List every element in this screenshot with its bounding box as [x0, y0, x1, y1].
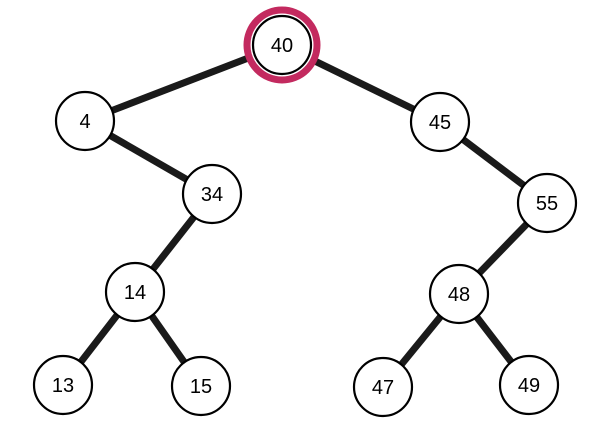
- node-label-14: 14: [124, 282, 146, 304]
- tree-edge-48-47: [398, 313, 444, 368]
- tree-node-4[interactable]: 4: [54, 90, 116, 152]
- edges-layer: [77, 55, 531, 368]
- tree-edge-45-55: [460, 136, 527, 189]
- node-highlight-ring-40: [243, 6, 321, 84]
- node-circle-49[interactable]: [498, 354, 560, 416]
- node-label-47: 47: [372, 377, 394, 399]
- tree-node-13[interactable]: 13: [32, 354, 94, 416]
- node-circle-4[interactable]: [54, 90, 116, 152]
- node-label-40: 40: [271, 35, 293, 57]
- node-label-48: 48: [448, 284, 470, 306]
- tree-node-14[interactable]: 14: [104, 261, 166, 323]
- node-label-34: 34: [201, 184, 223, 206]
- tree-edge-4-34: [107, 131, 190, 184]
- tree-node-40[interactable]: 40: [243, 6, 321, 84]
- tree-node-15[interactable]: 15: [170, 355, 232, 417]
- nodes-layer: 40 4 45 34 55 14 48 13 15 47 49: [32, 6, 578, 418]
- node-circle-40[interactable]: [251, 14, 313, 76]
- node-label-4: 4: [79, 111, 90, 133]
- tree-node-34[interactable]: 34: [181, 163, 243, 225]
- tree-edge-48-49: [473, 314, 515, 365]
- node-label-49: 49: [518, 375, 540, 397]
- node-circle-55[interactable]: [516, 172, 578, 234]
- tree-edge-34-14: [149, 213, 198, 273]
- tree-node-48[interactable]: 48: [428, 263, 490, 325]
- tree-node-47[interactable]: 47: [352, 356, 414, 418]
- tree-edge-14-15: [148, 312, 188, 366]
- node-circle-15[interactable]: [170, 355, 232, 417]
- node-circle-34[interactable]: [181, 163, 243, 225]
- node-label-15: 15: [190, 376, 212, 398]
- node-label-55: 55: [536, 193, 558, 215]
- tree-node-55[interactable]: 55: [516, 172, 578, 234]
- tree-node-49[interactable]: 49: [498, 354, 560, 416]
- node-label-45: 45: [429, 112, 451, 134]
- node-circle-13[interactable]: [32, 354, 94, 416]
- tree-node-45[interactable]: 45: [409, 91, 471, 153]
- node-circle-45[interactable]: [409, 91, 471, 153]
- tree-edge-40-4: [109, 55, 249, 115]
- node-label-13: 13: [52, 375, 74, 397]
- tree-edge-55-48: [475, 220, 531, 277]
- tree-edge-14-13: [77, 311, 121, 366]
- node-circle-47[interactable]: [352, 356, 414, 418]
- node-circle-14[interactable]: [104, 261, 166, 323]
- tree-edge-40-45: [314, 58, 417, 113]
- node-circle-48[interactable]: [428, 263, 490, 325]
